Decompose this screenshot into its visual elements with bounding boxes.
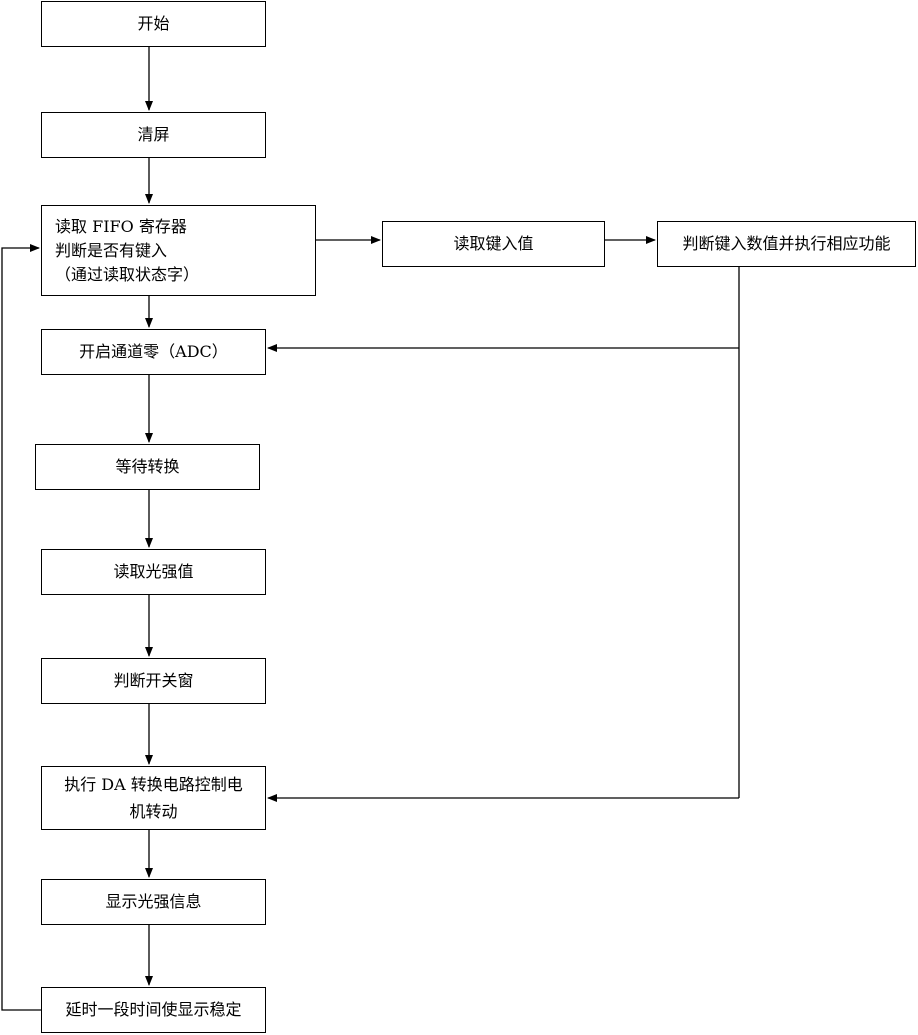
judge-key-value-box: 判断键入数值并执行相应功能 <box>657 221 916 267</box>
read-fifo-line1: 读取 FIFO 寄存器 <box>55 216 187 236</box>
start-box: 开始 <box>41 1 266 47</box>
execute-da-motor-line1: 执行 DA 转换电路控制电 <box>64 775 243 794</box>
open-channel-zero-label: 开启通道零（ADC） <box>79 342 228 361</box>
read-light-value-label: 读取光强值 <box>113 562 194 581</box>
read-fifo-line2: 判断是否有键入 <box>55 240 168 260</box>
read-key-value-box: 读取键入值 <box>382 221 605 267</box>
display-light-info-label: 显示光强信息 <box>105 892 202 911</box>
wait-conversion-box: 等待转换 <box>35 444 260 490</box>
judge-switch-window-label: 判断开关窗 <box>113 671 194 690</box>
open-channel-zero-box: 开启通道零（ADC） <box>41 329 266 375</box>
loop-delay-to-fifo <box>1 244 41 1011</box>
read-fifo-box: 读取 FIFO 寄存器 判断是否有键入 （通过读取状态字） <box>41 205 316 296</box>
judge-key-value-label: 判断键入数值并执行相应功能 <box>682 234 891 253</box>
display-light-info-box: 显示光强信息 <box>41 879 266 925</box>
read-fifo-line3: （通过读取状态字） <box>55 264 200 284</box>
execute-da-motor-line2: 机转动 <box>129 802 178 821</box>
read-light-value-box: 读取光强值 <box>41 549 266 595</box>
wait-conversion-label: 等待转换 <box>115 457 180 476</box>
execute-da-motor-box: 执行 DA 转换电路控制电 机转动 <box>41 766 266 830</box>
start-label: 开始 <box>137 14 170 33</box>
judge-switch-window-box: 判断开关窗 <box>41 658 266 704</box>
delay-stable-label: 延时一段时间使显示稳定 <box>65 1000 242 1019</box>
clear-screen-label: 清屏 <box>137 125 170 144</box>
delay-stable-box: 延时一段时间使显示稳定 <box>41 987 266 1033</box>
read-key-value-label: 读取键入值 <box>453 234 534 253</box>
clear-screen-box: 清屏 <box>41 112 266 158</box>
